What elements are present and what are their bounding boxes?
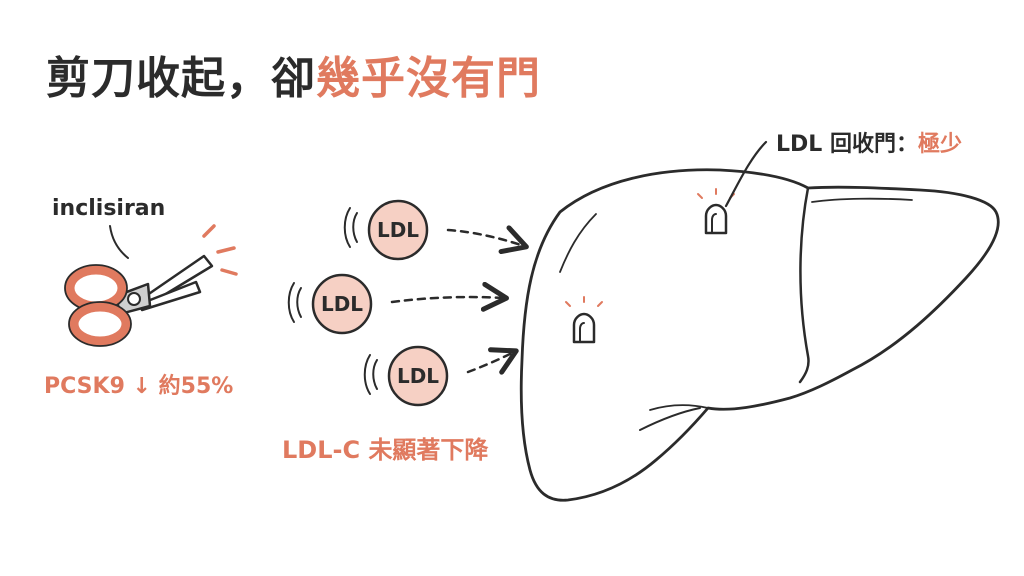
scissors-icon — [64, 254, 214, 347]
ldl-arrow — [446, 225, 529, 255]
scissors-spark-icon — [202, 224, 238, 276]
receptor-label-main: LDL 回收門： — [776, 132, 918, 157]
title-main: 剪刀收起，卻 — [46, 53, 316, 104]
drug-label: inclisiran — [52, 196, 166, 221]
door-spark-icon — [565, 296, 603, 307]
ldl-receptor-door-icon — [704, 203, 728, 235]
ldl-particle: LDL — [363, 345, 449, 407]
ldl-arrow — [466, 347, 519, 375]
ldl-receptor-door-icon — [572, 312, 596, 344]
receptor-label-accent: 極少 — [917, 132, 962, 157]
page-title: 剪刀收起，卻幾乎沒有門 — [46, 42, 541, 106]
title-accent: 幾乎沒有門 — [316, 53, 541, 104]
ldl-particle-label: LDL — [377, 218, 419, 242]
receptor-pointer-line — [724, 140, 768, 208]
liver-illustration — [519, 168, 1000, 502]
ldl-arrow — [390, 281, 509, 312]
ldl-particle: LDL — [287, 273, 373, 335]
ldlc-label: LDL-C 未顯著下降 — [282, 436, 489, 464]
drug-pointer-line — [109, 225, 129, 259]
ldl-particle-label: LDL — [321, 292, 363, 316]
receptor-label: LDL 回收門：極少 — [776, 126, 962, 158]
ldl-particle-label: LDL — [397, 364, 439, 388]
ldl-particle: LDL — [343, 199, 429, 261]
pcsk9-label: PCSK9 ↓ 約55% — [44, 374, 234, 399]
